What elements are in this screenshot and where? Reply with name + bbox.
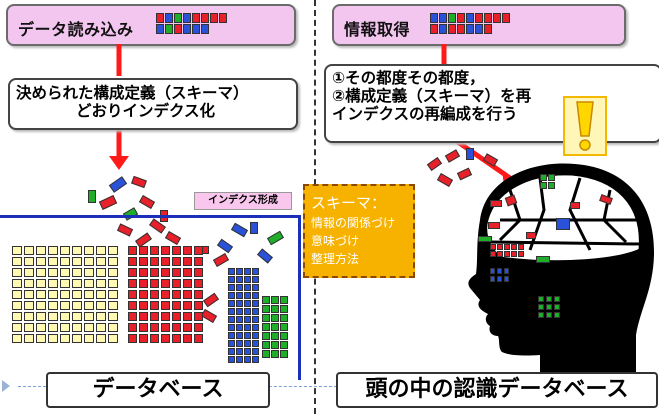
brain-block: [526, 232, 536, 239]
info-acquire-label: 情報取得: [344, 20, 411, 39]
reindex-line-3: インデクスの再編成を行う: [332, 105, 518, 123]
falling-block: [202, 292, 220, 308]
schema-title: スキーマ：: [311, 194, 387, 212]
falling-block: [250, 222, 258, 234]
falling-block: [164, 231, 182, 245]
falling-block: [257, 248, 273, 264]
falling-block: [116, 223, 134, 237]
info-acquire-box: 情報取得: [332, 4, 626, 46]
process-line-2: どおりインデクス化: [76, 102, 216, 120]
reindex-process-box: ①その都度その都度， ②構成定義（スキーマ）を再 インデクスの再編成を行う: [324, 64, 659, 143]
red-data-stack: [128, 246, 203, 343]
brain-database-title: 頭の中の認識データベース: [336, 372, 658, 408]
brain-block: [488, 222, 500, 229]
yellow-data-stack: [12, 246, 118, 343]
brain-block: [556, 218, 570, 230]
brain-database-title-text: 頭の中の認識データベース: [365, 377, 629, 402]
reindex-line-2: ②構成定義（スキーマ）を再: [332, 87, 532, 105]
brain-green-top: [540, 174, 555, 189]
brain-block: [536, 256, 550, 263]
falling-block: [122, 207, 139, 221]
data-load-label: データ読み込み: [18, 20, 134, 39]
index-formation-label: インデクス形成: [208, 195, 278, 206]
db-frame: [0, 215, 300, 218]
falling-block: [200, 309, 218, 323]
falling-block: [212, 253, 230, 267]
falling-block: [466, 148, 474, 160]
index-formation-tag: インデクス形成: [194, 192, 292, 210]
falling-block: [231, 222, 248, 238]
data-load-blocks: [156, 13, 227, 34]
info-acquire-blocks: [430, 13, 510, 34]
database-title: データベース: [46, 372, 270, 408]
falling-block: [88, 190, 96, 203]
brain-block: [570, 202, 580, 209]
schema-line-2: 意味づけ: [311, 234, 360, 248]
reindex-line-1: ①その都度その都度，: [332, 69, 485, 87]
brain-red-cluster: [490, 244, 524, 257]
exclamation-icon: [563, 96, 607, 156]
schema-line-1: 情報の関係づけ: [311, 216, 396, 230]
schema-definition-box: スキーマ： 情報の関係づけ 意味づけ 整理方法: [303, 184, 415, 278]
brain-blue-cluster: [490, 268, 509, 282]
falling-block: [267, 230, 284, 246]
play-marker-icon: [2, 380, 10, 392]
falling-block: [216, 238, 234, 254]
green-data-stack: [262, 296, 288, 358]
head-silhouette: [468, 163, 655, 374]
brain-green-cluster: [538, 296, 560, 318]
schema-line-3: 整理方法: [311, 252, 360, 266]
brain-block: [490, 200, 502, 207]
brain-block: [478, 236, 492, 242]
data-load-box: データ読み込み: [6, 4, 296, 46]
database-title-text: データベース: [92, 377, 224, 402]
db-frame-side: [298, 215, 301, 380]
process-line-1: 決められた構成定義（スキーマ）: [16, 84, 249, 102]
blue-data-stack: [228, 268, 259, 363]
schema-index-process-box: 決められた構成定義（スキーマ） どおりインデクス化: [8, 78, 298, 130]
